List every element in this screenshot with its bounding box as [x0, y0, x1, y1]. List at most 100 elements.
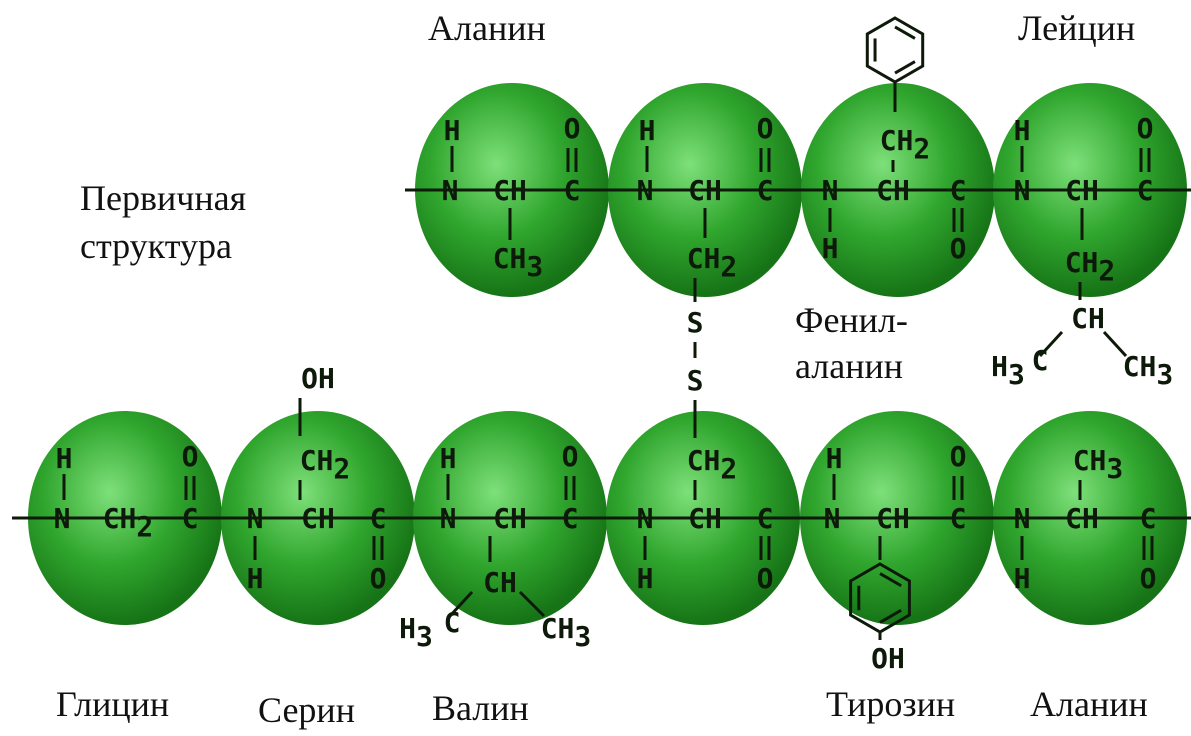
- residue-label-phenylalanine-1: Фенил-: [795, 300, 908, 340]
- atom-O: O: [562, 440, 579, 473]
- atom-H: H: [822, 232, 839, 265]
- residue-label-phenylalanine-2: аланин: [795, 346, 904, 386]
- backbone-gap: [1046, 178, 1058, 202]
- atom-H: H: [247, 562, 264, 595]
- residue-label-glycine: Глицин: [56, 684, 170, 724]
- backbone-gap: [534, 506, 546, 530]
- section-title-line2: структура: [80, 226, 232, 266]
- bond-line: [1038, 330, 1064, 358]
- backbone-gap: [669, 178, 681, 202]
- backbone-gap: [919, 178, 931, 202]
- backbone-gap: [534, 178, 546, 202]
- atom-N: N: [247, 502, 264, 535]
- backbone-gap: [1109, 178, 1121, 202]
- atom-C: C: [564, 174, 581, 207]
- bond-line: [1102, 330, 1128, 358]
- atom-N: N: [54, 502, 71, 535]
- atom-OH: OH: [301, 362, 335, 395]
- atom-H: H: [1014, 114, 1031, 147]
- backbone-gap: [87, 506, 99, 530]
- atom-H3C: H3: [399, 612, 433, 653]
- atom-N: N: [637, 174, 654, 207]
- backbone-gap: [279, 506, 291, 530]
- atom-CH: CH: [301, 502, 335, 535]
- atom-C: C: [950, 174, 967, 207]
- atom-CH: CH: [493, 174, 527, 207]
- atom-CH3: CH3: [1073, 444, 1124, 485]
- backbone-gap: [154, 506, 166, 530]
- atom-CH: CH: [876, 174, 910, 207]
- atom-N: N: [822, 174, 839, 207]
- backbone-gap: [474, 178, 486, 202]
- atom-N: N: [440, 502, 457, 535]
- atom-CH2: CH2: [103, 502, 154, 543]
- atom-CH: CH: [1065, 174, 1099, 207]
- atom-H: H: [637, 562, 654, 595]
- atom-C: C: [444, 606, 461, 639]
- atom-CH: CH: [688, 502, 722, 535]
- atom-CH3: CH3: [1123, 350, 1174, 391]
- atom-O: O: [1140, 562, 1157, 595]
- backbone-gap: [856, 506, 868, 530]
- atom-H: H: [1014, 562, 1031, 595]
- atom-S: S: [687, 306, 704, 339]
- atom-O: O: [950, 440, 967, 473]
- atom-CH2: CH2: [687, 444, 738, 485]
- atom-O: O: [757, 562, 774, 595]
- residue-label-top-leucine: Лейцин: [1018, 8, 1136, 48]
- atom-CH2: CH2: [1065, 246, 1116, 287]
- atom-H: H: [444, 114, 461, 147]
- atom-CH3: CH3: [493, 242, 544, 283]
- atom-O: O: [1137, 112, 1154, 145]
- atom-C: C: [562, 502, 579, 535]
- backbone-gap: [729, 506, 741, 530]
- atom-CH: CH: [483, 566, 517, 599]
- chemical-bonds: [12, 16, 1191, 640]
- backbone-gap: [919, 506, 931, 530]
- atom-O: O: [182, 440, 199, 473]
- atom-CH2: CH2: [300, 444, 351, 485]
- atom-CH2: CH2: [687, 242, 738, 283]
- atom-H: H: [56, 442, 73, 475]
- atom-C: C: [757, 502, 774, 535]
- bond-line: [518, 590, 546, 618]
- backbone-gap: [472, 506, 484, 530]
- ring-inner-bond: [879, 608, 902, 624]
- residue-label-bottom-alanine: Аланин: [1030, 684, 1148, 724]
- atom-C: C: [1032, 344, 1049, 377]
- atom-C: C: [370, 502, 387, 535]
- atom-O: O: [950, 232, 967, 265]
- atom-N: N: [442, 174, 459, 207]
- atom-CH: CH: [1071, 302, 1105, 335]
- atom-O: O: [370, 562, 387, 595]
- residue-label-tyrosine: Тирозин: [826, 684, 956, 724]
- atom-CH: CH: [876, 502, 910, 535]
- atom-C: C: [757, 174, 774, 207]
- atom-CH: CH: [1065, 502, 1099, 535]
- atom-N: N: [637, 502, 654, 535]
- atom-C: C: [1137, 174, 1154, 207]
- residue-spheres: [28, 83, 1187, 625]
- backbone-gap: [669, 506, 681, 530]
- residue-label-serine: Серин: [258, 690, 355, 730]
- atom-C: C: [950, 502, 967, 535]
- ring-inner-bond: [894, 60, 916, 75]
- section-title-line1: Первичная: [80, 178, 247, 218]
- atom-OH: OH: [871, 642, 905, 675]
- atom-C: C: [182, 502, 199, 535]
- residue-label-valine: Валин: [432, 688, 529, 728]
- backbone-gap: [1109, 506, 1121, 530]
- atom-C: C: [1140, 502, 1157, 535]
- backbone-gap: [854, 178, 866, 202]
- backbone-gap: [1046, 506, 1058, 530]
- atom-N: N: [1014, 502, 1031, 535]
- atom-O: O: [564, 112, 581, 145]
- residue-label-top-alanine: Аланин: [428, 8, 546, 48]
- atom-N: N: [1014, 174, 1031, 207]
- atom-CH: CH: [688, 174, 722, 207]
- atom-O: O: [757, 112, 774, 145]
- backbone-gap: [729, 178, 741, 202]
- bond-line: [448, 590, 474, 618]
